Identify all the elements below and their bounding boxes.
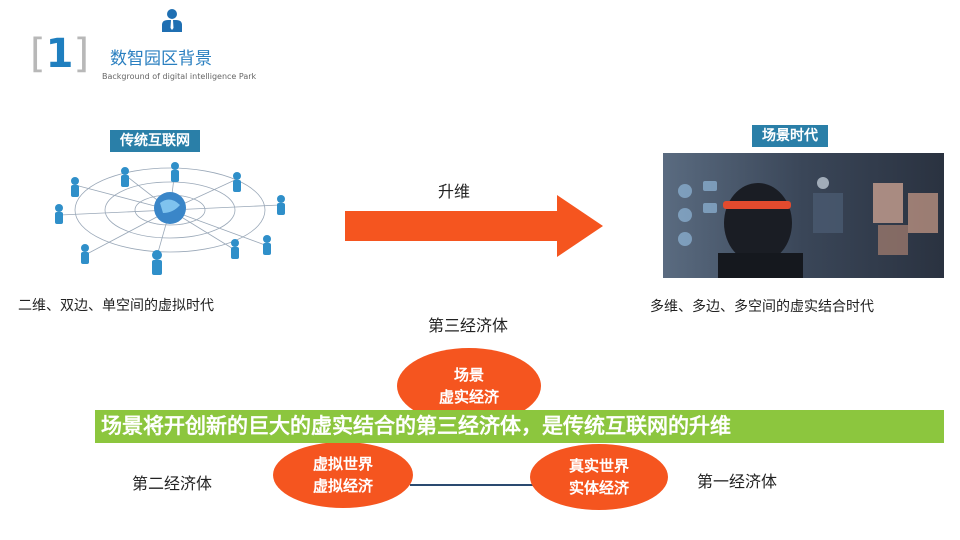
left-caption: 二维、双边、单空间的虚拟时代 xyxy=(18,298,214,314)
real-economy-line2: 实体经济 xyxy=(568,479,629,497)
traditional-internet-label: 传统互联网 xyxy=(110,130,200,152)
second-economy-label: 第二经济体 xyxy=(132,474,213,493)
right-caption: 多维、多边、多空间的虚实结合时代 xyxy=(650,299,874,315)
network-illustration xyxy=(55,162,285,275)
vr-headset-photo xyxy=(663,153,944,278)
first-economy-label: 第一经济体 xyxy=(697,472,778,491)
section-subtitle: Background of digital intelligence Park xyxy=(102,72,257,81)
person-icon xyxy=(162,9,182,32)
section-number-bracket: [1] xyxy=(30,31,90,77)
arrow-right-icon xyxy=(345,195,603,257)
scene-economy-line1: 场景 xyxy=(453,366,484,384)
summary-banner: 场景将开创新的巨大的虚实结合的第三经济体，是传统互联网的升维 xyxy=(95,410,944,443)
upgrade-label: 升维 xyxy=(438,182,471,201)
real-economy-oval: 真实世界 实体经济 xyxy=(530,444,668,510)
virtual-economy-line1: 虚拟世界 xyxy=(312,455,373,473)
virtual-economy-oval: 虚拟世界 虚拟经济 xyxy=(273,442,413,508)
real-economy-line1: 真实世界 xyxy=(568,457,629,475)
economy-connector-line xyxy=(410,484,534,486)
scene-economy-line2: 虚实经济 xyxy=(438,388,499,406)
scene-era-label: 场景时代 xyxy=(752,125,828,147)
section-number: 1 xyxy=(45,31,74,77)
virtual-economy-line2: 虚拟经济 xyxy=(312,477,373,495)
section-title: 数智园区背景 xyxy=(110,49,212,69)
third-economy-label: 第三经济体 xyxy=(428,316,509,335)
